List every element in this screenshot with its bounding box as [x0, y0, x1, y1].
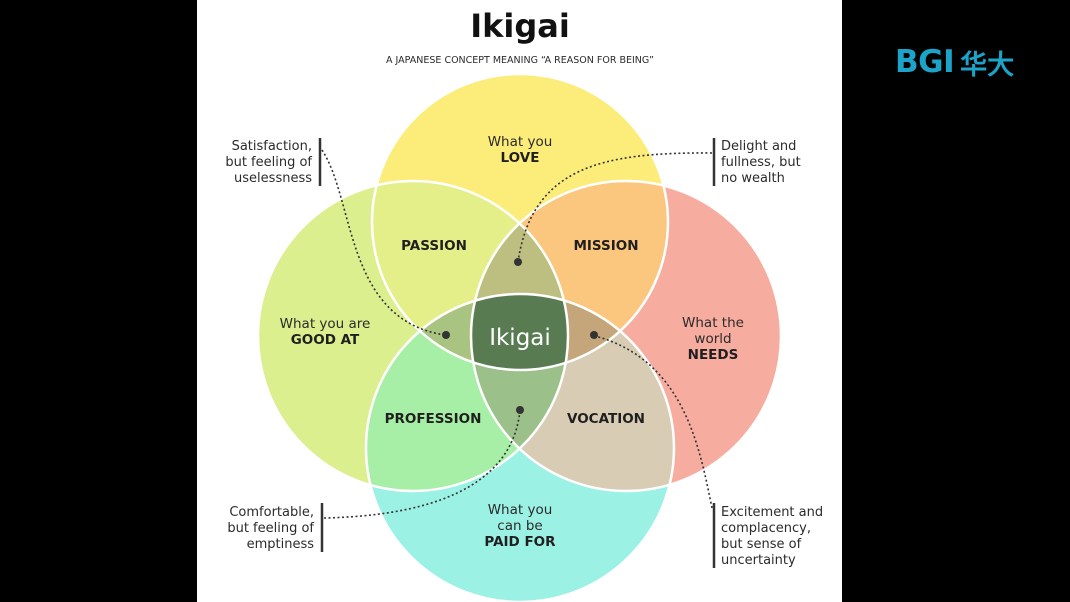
note-bottom-right-line4: uncertainty	[721, 553, 796, 568]
connector-dot-passion-mission	[514, 258, 522, 266]
mission-label: MISSION	[573, 238, 638, 254]
paid-for-label-line1: What you	[488, 502, 553, 518]
note-top-left: Satisfaction, but feeling of uselessness	[225, 138, 322, 186]
note-top-right: Delight and fullness, but no wealth	[712, 138, 801, 186]
love-label-line2: LOVE	[501, 150, 540, 166]
note-top-left-line3: uselessness	[234, 171, 312, 186]
bgi-logo-latin: BGI	[895, 44, 955, 80]
note-top-right-line2: fullness, but	[721, 155, 801, 170]
connector-bottom-left	[323, 409, 521, 519]
passion-label: PASSION	[401, 238, 467, 254]
note-bottom-left-line1: Comfortable,	[229, 505, 314, 520]
love-label-line1: What you	[488, 134, 553, 150]
note-bottom-right-line3: but sense of	[721, 537, 802, 552]
ikigai-center-label: Ikigai	[489, 325, 551, 351]
connector-dot-mission-vocation	[590, 331, 598, 339]
note-bottom-right: Excitement and complacency, but sense of…	[712, 503, 823, 568]
bgi-logo-chinese: 华大	[960, 49, 1015, 81]
diagram-title: Ikigai	[470, 7, 570, 45]
needs-label-line2: world	[694, 331, 731, 347]
note-bottom-right-line1: Excitement and	[721, 505, 823, 520]
paid-for-label-line2: can be	[497, 518, 542, 534]
note-top-right-line3: no wealth	[721, 171, 785, 186]
needs-label-line1: What the	[682, 315, 744, 331]
bgi-logo: BGI 华大	[895, 40, 1014, 84]
diagram-subtitle: A JAPANESE CONCEPT MEANING “A REASON FOR…	[386, 55, 654, 66]
note-top-left-line1: Satisfaction,	[232, 139, 312, 154]
note-bottom-left: Comfortable, but feeling of emptiness	[227, 503, 324, 552]
paid-for-label-line3: PAID FOR	[484, 534, 556, 550]
note-top-left-line2: but feeling of	[225, 155, 312, 170]
good-at-label-line1: What you are	[280, 316, 371, 332]
note-bottom-left-line3: emptiness	[247, 537, 315, 552]
connector-dot-passion-profession	[442, 331, 450, 339]
vocation-label: VOCATION	[567, 411, 645, 427]
connector-bottom-right	[594, 335, 713, 509]
profession-label: PROFESSION	[385, 411, 482, 427]
note-top-right-line1: Delight and	[721, 139, 796, 154]
note-bottom-right-line2: complacency,	[721, 521, 811, 536]
connector-top-right	[517, 152, 713, 263]
note-bottom-left-line2: but feeling of	[227, 521, 314, 536]
good-at-label-line2: GOOD AT	[291, 332, 360, 348]
connector-dot-profession-vocation	[516, 406, 524, 414]
needs-label-line3: NEEDS	[688, 347, 739, 363]
